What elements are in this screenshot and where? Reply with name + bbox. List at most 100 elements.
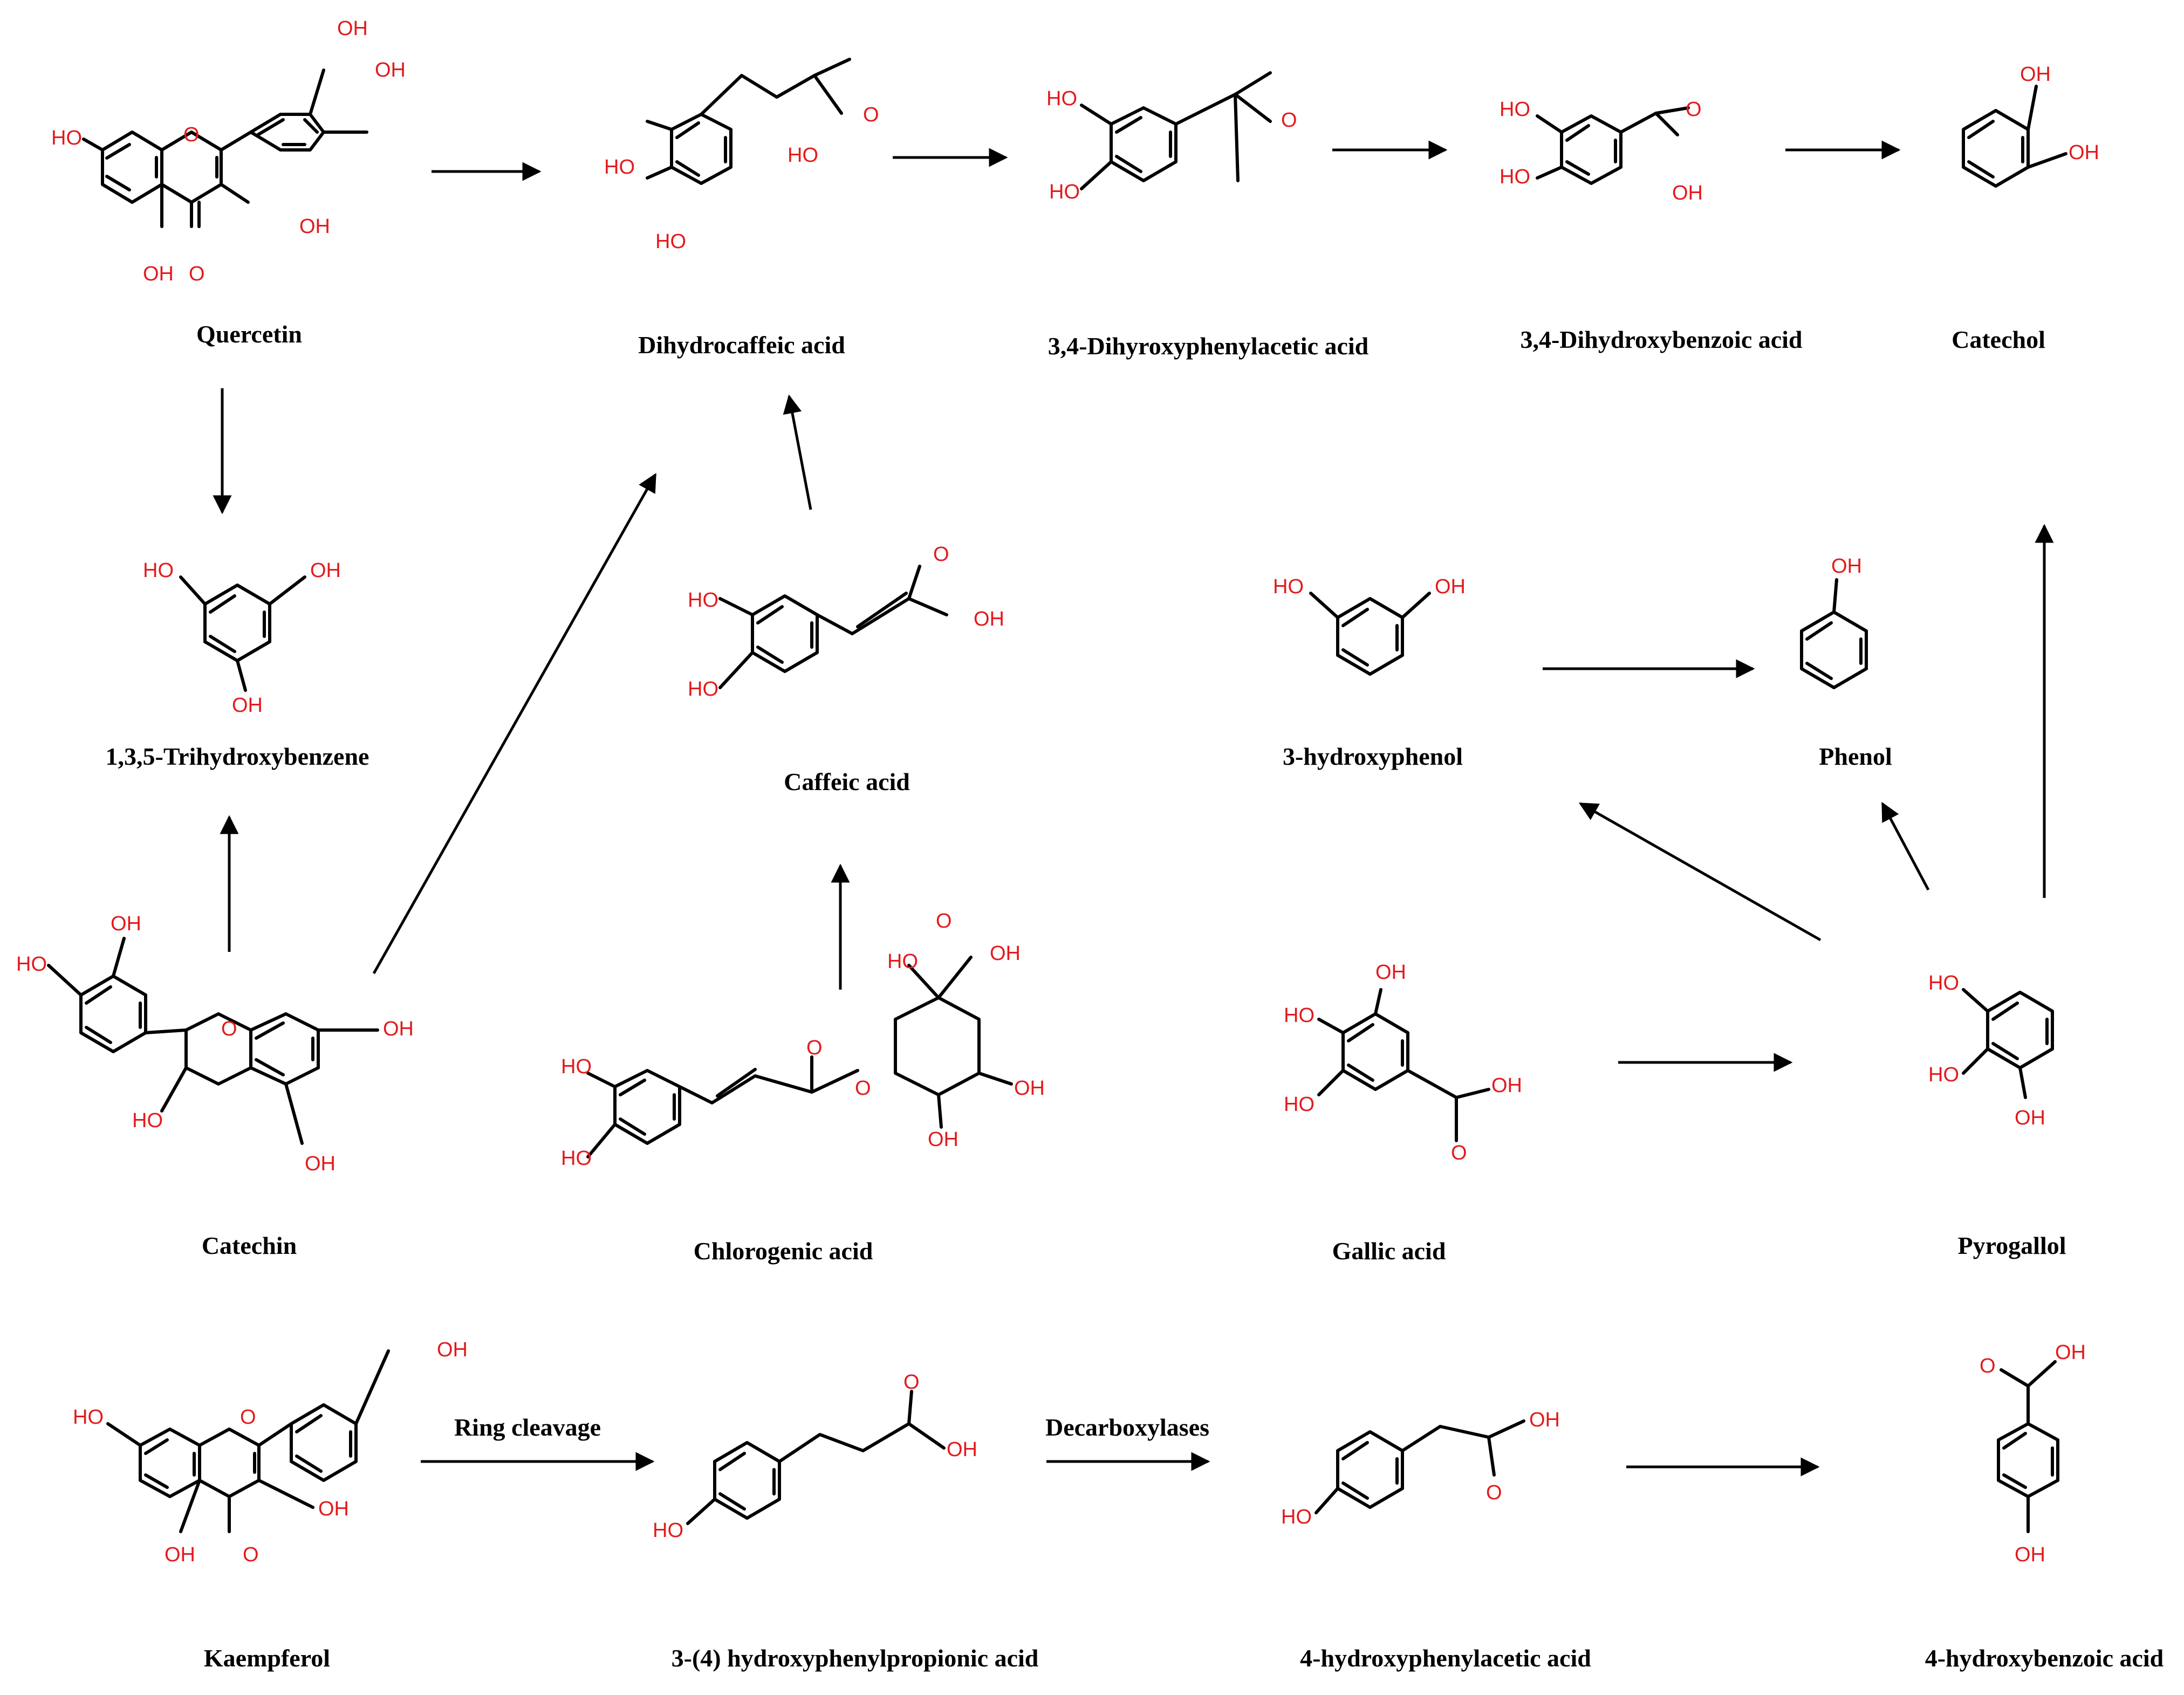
atom-label: OH [2069,141,2099,164]
compound-name-kaempferol: Kaempferol [204,1644,330,1672]
structure-hppa: HO O OH 3-(4) hydroxyphenylpropionic aci… [653,1371,1039,1672]
atom-label: O [240,1406,256,1429]
structure-dhba: HO HO O OH 3,4-Dihydroxybenzoic acid [1500,98,1803,353]
compound-name-hpaa: 4-hydroxyphenylacetic acid [1300,1644,1591,1672]
atom-label: HO [561,1147,592,1170]
structure-pyrogallol: HO HO OH Pyrogallol [1928,972,2066,1259]
arrow-pyrogallol-to-phenol [1881,801,1930,891]
atom-label: OH [1672,182,1703,204]
atom-label: HO [1281,1506,1312,1528]
atom-label: HO [688,589,718,612]
atom-label: O [863,104,879,126]
atom-label: O [855,1077,871,1100]
atom-label: OH [299,215,330,238]
atom-label: HO [604,156,635,179]
structure-phenol: OH Phenol [1800,555,1892,770]
atom-label: OH [437,1339,468,1361]
atom-label: HO [1928,972,1959,994]
atom-label: OH [1375,961,1406,984]
structure-quercetin: HO O OH O OH OH OH Quercetin [51,17,406,348]
arrows: Ring cleavage Decarboxylases [213,140,2054,1477]
atom-label: O [221,1018,237,1040]
atom-label: O [806,1037,823,1059]
atom-label: HO [655,230,686,253]
atom-label: O [1686,98,1702,121]
atom-label: HO [1928,1063,1959,1086]
atom-label: HO [51,127,82,149]
atom-label: OH [165,1543,195,1566]
atom-label: OH [143,263,174,285]
atom-label: HO [1500,98,1530,121]
atom-label: OH [2055,1341,2086,1364]
atom-label: OH [990,942,1021,965]
structure-chlorogenic-acid: HO HO O O HO O OH OH OH Chlorogenic acid [561,910,1045,1265]
structure-gallic-acid: OH HO HO OH O Gallic acid [1284,961,1522,1265]
atom-label: HO [1049,181,1080,203]
atom-label: OH [232,694,263,717]
atom-label: HO [561,1055,592,1078]
atom-label: O [1486,1481,1502,1504]
atom-label: HO [688,678,718,701]
atom-label: OH [1435,575,1466,598]
atom-label: HO [143,559,174,582]
compound-name-pyrogallol: Pyrogallol [1957,1232,2066,1259]
atom-label: OH [2015,1543,2045,1566]
arrow-pyrogallol-to-hydroxyphenol [1578,802,1822,942]
atom-label: OH [1491,1074,1522,1097]
compound-name-3-hydroxyphenol: 3-hydroxyphenol [1283,743,1463,770]
structure-kaempferol: HO O OH OH OH O Kaempferol [73,1339,468,1672]
atom-label: O [1281,109,1297,132]
atom-label: HO [1284,1004,1314,1027]
atom-label: O [183,123,200,146]
atom-label: HO [887,950,918,973]
structure-3-hydroxyphenol: HO OH 3-hydroxyphenol [1273,575,1466,770]
atom-label: OH [2015,1107,2045,1129]
structure-catechol: OH OH Catechol [1952,63,2099,353]
atom-label: HO [16,953,47,976]
structure-4-hydroxybenzoic-acid: O OH OH 4-hydroxybenzoic acid [1925,1341,2164,1672]
atom-label: O [1451,1142,1467,1164]
atom-label: OH [947,1438,977,1461]
atom-label: HO [788,144,818,167]
atom-label: HO [1500,166,1530,188]
structure-dihydrocaffeic-acid: HO HO HO O Dihydrocaffeic acid [604,58,879,359]
compound-name-dihydrocaffeic-acid: Dihydrocaffeic acid [638,331,845,359]
arrow-label-decarboxylases: Decarboxylases [1045,1413,1209,1441]
atom-label: HO [1046,87,1077,110]
atom-label: HO [132,1109,163,1132]
atom-label: OH [318,1498,349,1520]
compound-name-phenol: Phenol [1819,743,1892,770]
compound-name-caffeic-acid: Caffeic acid [784,768,910,795]
arrow-catechin-to-dihydrocaffeic [372,472,657,975]
compound-name-chlorogenic-acid: Chlorogenic acid [694,1237,873,1265]
compound-name-hppa: 3-(4) hydroxyphenylpropionic acid [672,1644,1039,1672]
atom-label: O [243,1543,259,1566]
atom-label: OH [1831,555,1862,578]
atom-label: O [189,263,205,285]
atom-label: O [1980,1355,1996,1377]
arrow-caffeic-to-dihydrocaffeic [783,394,812,510]
atom-label: OH [310,559,341,582]
compound-name-gallic-acid: Gallic acid [1332,1237,1446,1265]
atom-label: OH [375,59,406,81]
atom-label: OH [1529,1409,1560,1431]
atom-label: HO [1284,1093,1314,1116]
atom-label: OH [305,1152,336,1175]
atom-label: OH [2020,63,2051,86]
compound-name-trihydroxybenzene: 1,3,5-Trihydroxybenzene [106,743,369,770]
atom-label: HO [73,1406,104,1429]
atom-label: O [936,910,952,932]
atom-label: HO [653,1519,683,1542]
compound-name-4-hydroxybenzoic-acid: 4-hydroxybenzoic acid [1925,1644,2164,1672]
structure-hpaa: HO OH O 4-hydroxyphenylacetic acid [1281,1409,1591,1672]
arrow-label-ring-cleavage: Ring cleavage [454,1413,601,1441]
compound-name-catechol: Catechol [1952,326,2045,353]
compound-name-dhpa: 3,4-Dihyroxyphenylacetic acid [1048,332,1369,360]
compound-name-catechin: Catechin [202,1232,297,1259]
atom-label: OH [111,912,141,935]
structure-caffeic-acid: HO HO O OH Caffeic acid [688,543,1004,795]
atom-label: OH [1014,1077,1045,1100]
atom-label: OH [928,1128,959,1151]
atom-label: OH [337,17,368,40]
